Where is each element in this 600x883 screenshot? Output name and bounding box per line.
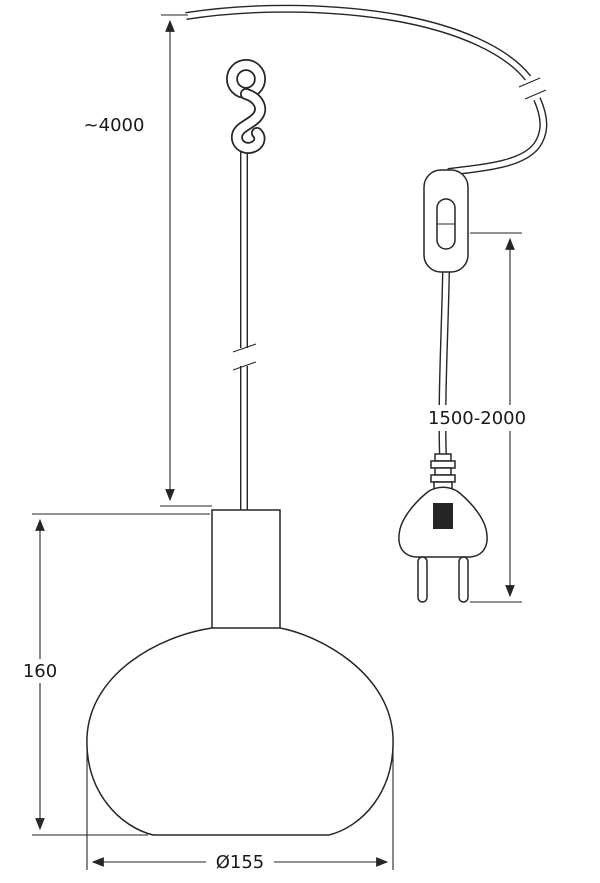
lamp-cord: [232, 150, 257, 510]
power-plug: [398, 453, 488, 603]
dimension-shade-height: 160: [17, 513, 210, 836]
plug-strain-relief: [430, 453, 456, 492]
cable-break-mark: [518, 77, 547, 100]
lamp-socket: [211, 509, 281, 630]
dimension-cord-drop: 1500-2000: [428, 232, 526, 603]
switch-to-plug-cord: [438, 271, 450, 458]
label-cable-length: ~4000: [84, 115, 145, 136]
plug-pin-left: [417, 556, 428, 603]
pendant-lamp: [86, 509, 394, 836]
lamp-shade: [86, 627, 394, 836]
plug-pin-right: [458, 556, 469, 603]
inline-switch: [423, 169, 469, 273]
power-cable-arc: [185, 4, 548, 176]
dimension-cable-length: ~4000: [84, 14, 212, 507]
ceiling-hook: [226, 59, 267, 154]
label-shade-diameter: Ø155: [216, 852, 265, 873]
cord-break-mark: [232, 343, 257, 371]
label-shade-height: 160: [23, 661, 57, 682]
dimension-shade-diameter: Ø155: [86, 745, 394, 875]
plug-insert-mark: [433, 503, 453, 529]
label-cord-drop: 1500-2000: [428, 408, 526, 429]
